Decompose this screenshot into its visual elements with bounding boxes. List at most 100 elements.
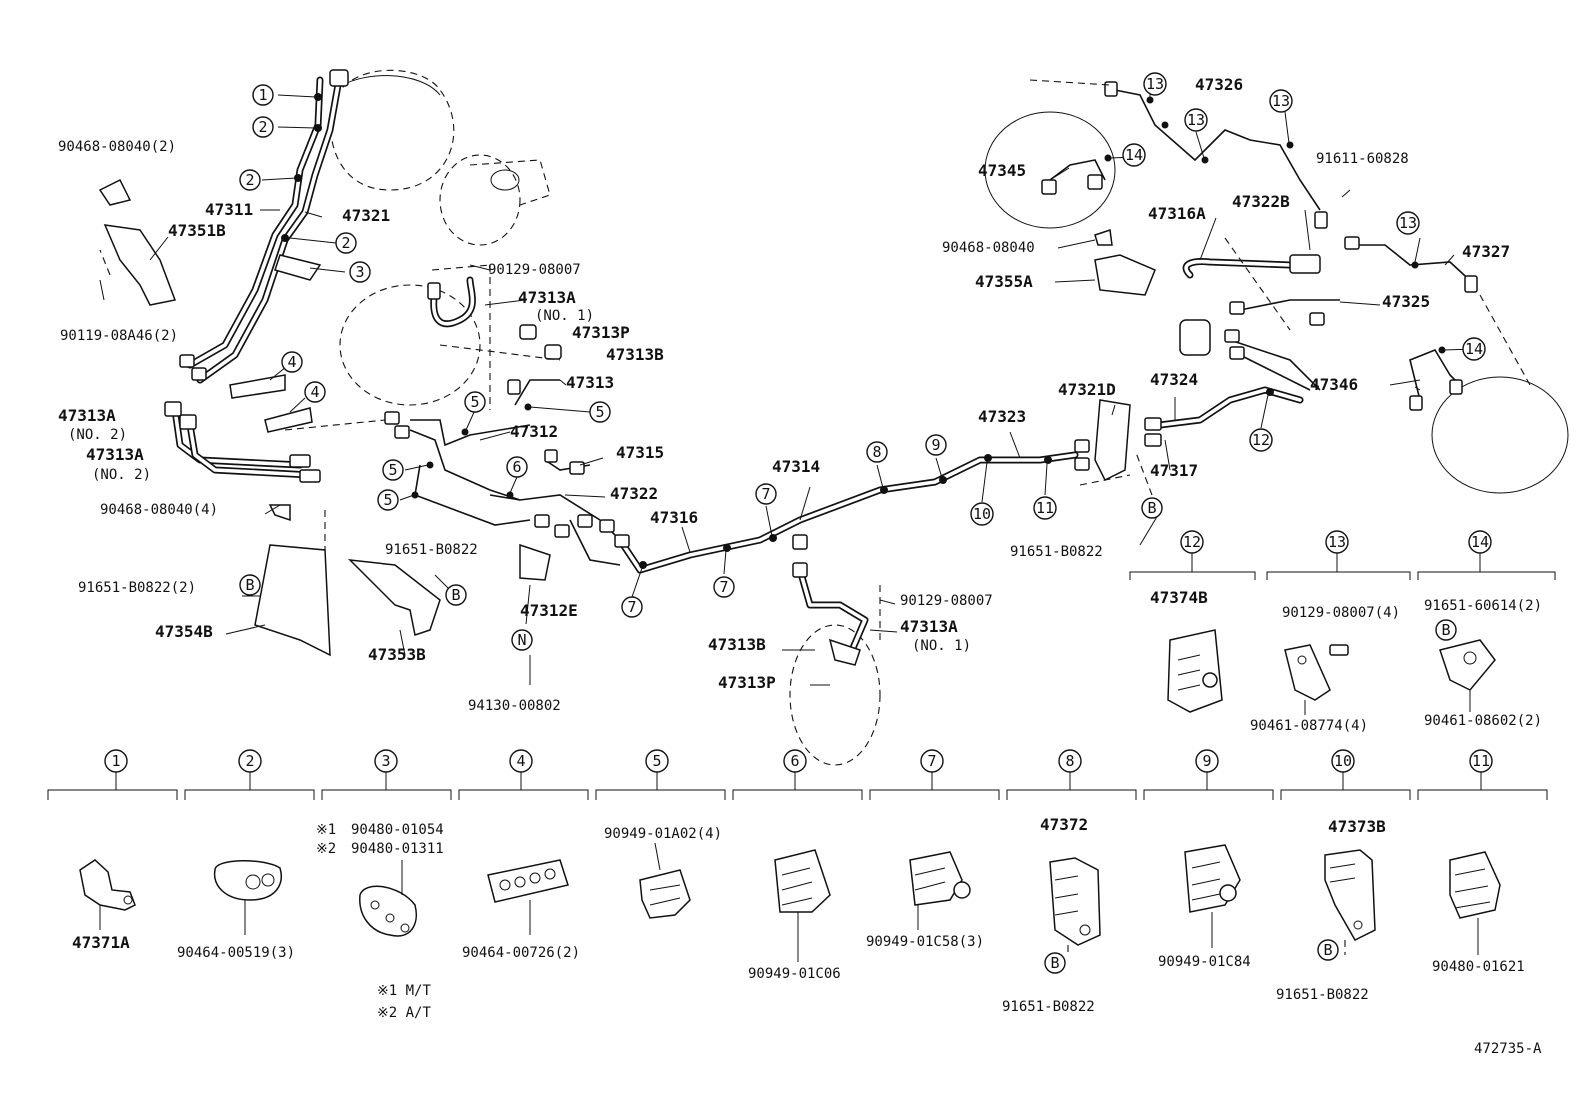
label-91651-60614-2: 91651-60614(2) (1424, 598, 1542, 614)
callout-6: 6 (506, 456, 528, 478)
svg-text:1: 1 (111, 752, 120, 770)
label-47313B-b: 47313B (708, 635, 766, 654)
leader-lines (99, 79, 1531, 686)
legend-part-4-drawing (487, 859, 569, 935)
legend-part-3-drawing (359, 860, 417, 937)
label-90129-08007-4: 90129-08007(4) (1282, 605, 1400, 621)
callout-8: 8 (866, 441, 888, 463)
callout-4: 4 (304, 381, 326, 403)
label-47326: 47326 (1195, 75, 1243, 94)
legend-num-9: 9 (1195, 749, 1219, 773)
legend-part-3-2: 90480-01311 (351, 841, 444, 857)
label-47313A-no1-a: 47313A (518, 288, 576, 307)
label-47314: 47314 (772, 457, 820, 476)
label-no2-b: (NO. 2) (92, 467, 151, 483)
label-91651-B0822-a: 91651-B0822 (385, 542, 478, 558)
callout-2: 2 (335, 232, 357, 254)
callout-9: 9 (925, 434, 947, 456)
svg-text:12: 12 (1183, 533, 1201, 551)
callout-2: 2 (252, 116, 274, 138)
svg-text:14: 14 (1125, 146, 1143, 164)
callout-13: 13 (1269, 89, 1293, 113)
label-no1-b: (NO. 1) (912, 638, 971, 654)
svg-text:10: 10 (973, 505, 991, 523)
label-47312: 47312 (510, 422, 558, 441)
legend-part-11: 90480-01621 (1432, 959, 1525, 975)
svg-text:13: 13 (1399, 214, 1417, 232)
svg-text:1: 1 (258, 86, 267, 104)
svg-text:4: 4 (310, 383, 319, 401)
svg-text:7: 7 (719, 578, 728, 596)
svg-text:2: 2 (341, 234, 350, 252)
svg-text:14: 14 (1471, 533, 1489, 551)
svg-text:2: 2 (245, 752, 254, 770)
legend-part-8-b: 91651-B0822 (1002, 999, 1095, 1015)
svg-text:14: 14 (1465, 340, 1483, 358)
svg-text:5: 5 (388, 461, 397, 479)
svg-text:6: 6 (512, 458, 521, 476)
legend-num-8: 8 (1058, 749, 1082, 773)
callout-7: 7 (713, 576, 735, 598)
callout-1: 1 (252, 84, 274, 106)
svg-text:13: 13 (1272, 92, 1290, 110)
front-wheel-drawing (339, 284, 881, 766)
label-47322: 47322 (610, 484, 658, 503)
label-47313A-no2-a: 47313A (58, 406, 116, 425)
label-47317: 47317 (1150, 461, 1198, 480)
label-91611-60828: 91611-60828 (1316, 151, 1409, 167)
svg-text:3: 3 (381, 752, 390, 770)
label-47311: 47311 (205, 200, 253, 219)
legend-part-11-drawing (1449, 851, 1501, 955)
svg-text:B: B (245, 576, 254, 594)
label-no2-a: (NO. 2) (68, 427, 127, 443)
legend-num-11: 11 (1469, 749, 1493, 773)
legend-num-5: 5 (645, 749, 669, 773)
svg-text:9: 9 (1202, 752, 1211, 770)
svg-text:11: 11 (1472, 752, 1490, 770)
svg-text:5: 5 (383, 491, 392, 509)
svg-text:B: B (1441, 621, 1450, 639)
svg-text:B: B (1050, 954, 1059, 972)
legend-mark-3-2: ※2 (316, 841, 336, 857)
legend-part-10-b: 91651-B0822 (1276, 987, 1369, 1003)
legend-num-4: 4 (509, 749, 533, 773)
svg-text:10: 10 (1334, 752, 1352, 770)
bottom-legend: 1 2 3 4 5 6 7 8 9 10 11 (47, 749, 1548, 1021)
legend-part-5-drawing (639, 842, 691, 919)
svg-text:B: B (1323, 941, 1332, 959)
label-90129-08007-b: 90129-08007 (900, 593, 993, 609)
svg-text:8: 8 (872, 443, 881, 461)
callout-13: 13 (1184, 108, 1208, 132)
upper-legend-13: 13 (1325, 530, 1349, 554)
rear-wheel-drawings (984, 111, 1569, 494)
label-47374B: 47374B (1150, 588, 1208, 607)
legend-part-2-drawing (213, 860, 282, 935)
legend-part-10-drawing (1324, 849, 1376, 955)
legend-num-1: 1 (104, 749, 128, 773)
svg-text:4: 4 (287, 353, 296, 371)
legend-part-7: 90949-01C58(3) (866, 934, 984, 950)
label-90461-08602-2: 90461-08602(2) (1424, 713, 1542, 729)
svg-text:13: 13 (1328, 533, 1346, 551)
legend-b-8: B (1044, 952, 1066, 974)
label-47316A: 47316A (1148, 204, 1206, 223)
svg-text:B: B (451, 586, 460, 604)
legend-part-10: 47373B (1328, 817, 1386, 836)
svg-text:5: 5 (595, 403, 604, 421)
callout-14: 14 (1122, 143, 1146, 167)
label-47354B: 47354B (155, 622, 213, 641)
legend-num-10: 10 (1331, 749, 1355, 773)
legend-part-6-drawing (774, 849, 831, 962)
svg-text:12: 12 (1252, 431, 1270, 449)
legend-note-3-2: ※2 A/T (377, 1005, 431, 1021)
label-47315: 47315 (616, 443, 664, 462)
svg-text:B: B (1147, 499, 1156, 517)
legend-num-6: 6 (783, 749, 807, 773)
label-47313A-no1-b: 47313A (900, 617, 958, 636)
svg-text:13: 13 (1146, 75, 1164, 93)
legend-mark-3-1: ※1 (316, 822, 336, 838)
upper-legend-14: 14 (1468, 530, 1492, 554)
label-47355A: 47355A (975, 272, 1033, 291)
